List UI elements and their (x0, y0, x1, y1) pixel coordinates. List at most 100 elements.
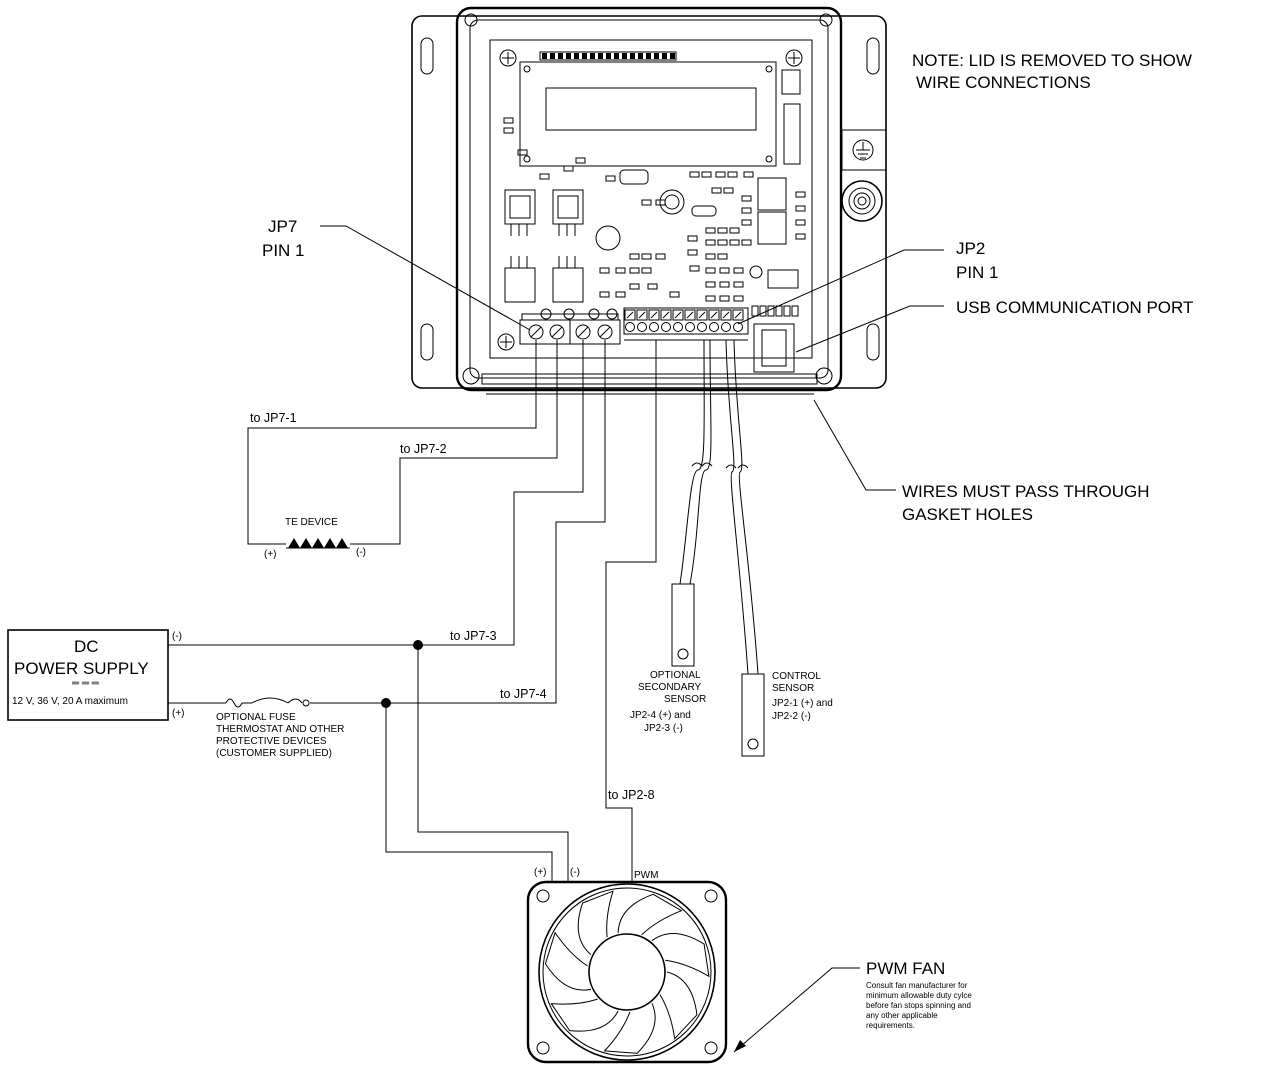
smd-part (795, 205, 806, 212)
jp2-pin-label: PIN 1 (956, 263, 999, 282)
pin (558, 53, 563, 59)
smd-part (503, 117, 514, 124)
smd-part (539, 173, 550, 180)
fuse-label-1: OPTIONAL FUSE (216, 712, 296, 723)
pin (614, 53, 619, 59)
resistor (619, 169, 649, 185)
smd-part (705, 281, 716, 288)
fuse-label-3: PROTECTIVE DEVICES (216, 736, 327, 747)
fan-blade (577, 890, 614, 956)
terminal-hole (625, 322, 635, 332)
secondary-sensor-cable (679, 339, 713, 585)
gasket-strip (481, 373, 818, 385)
wire-fan-positive (385, 703, 553, 882)
pwm-fan (526, 880, 728, 1064)
smd-part (741, 207, 752, 214)
fan-title: PWM FAN (866, 959, 945, 978)
terminal-hole (721, 322, 731, 332)
led (759, 305, 767, 317)
mounting-slot-icon (420, 323, 434, 361)
pin (606, 53, 611, 59)
terminal-slot (660, 309, 672, 321)
smd-part (717, 253, 728, 260)
pin (654, 53, 659, 59)
ic-chip (757, 177, 787, 211)
jumper-block (781, 69, 801, 95)
smd-part (641, 267, 652, 274)
smd-part (741, 219, 752, 226)
wire-jp7-3 (168, 340, 584, 646)
smd-part (705, 253, 716, 260)
pin-header (539, 51, 677, 61)
gasket-label-2: GASKET HOLES (902, 505, 1033, 524)
screw-icon (499, 49, 517, 67)
wire-jp7-4 (310, 340, 606, 704)
smd-part (729, 239, 740, 246)
smd-part (717, 239, 728, 246)
cable-gland-icon (841, 180, 883, 222)
sec-sensor-label-3: SENSOR (664, 694, 706, 705)
smd-part (687, 235, 698, 242)
crystal (691, 205, 717, 217)
note-line-1: NOTE: LID IS REMOVED TO SHOW (912, 51, 1192, 70)
voltage-regulator (552, 189, 584, 225)
smd-part (563, 165, 574, 172)
smd-part (615, 267, 626, 274)
fan-blade (659, 971, 698, 1040)
mounting-slot-icon (866, 323, 880, 361)
smd-part (687, 249, 698, 256)
lcd-display (519, 61, 777, 167)
jp7-terminal-block (519, 308, 621, 345)
ctl-sensor-label-3: JP2-1 (+) and (772, 698, 833, 709)
ps-minus-label: (-) (172, 631, 182, 642)
smd-part (629, 253, 640, 260)
ctl-sensor-label-4: JP2-2 (-) (772, 711, 811, 722)
fuse-label-4: (CUSTOMER SUPPLIED) (216, 748, 332, 759)
terminal-slot (684, 309, 696, 321)
smd-part (733, 281, 744, 288)
wire-jp7-2 (350, 340, 558, 545)
wire-fan-negative (417, 645, 569, 882)
smd-part (715, 171, 726, 178)
terminal-hole (637, 322, 647, 332)
pin (622, 53, 627, 59)
to-jp7-2-label: to JP7-2 (400, 442, 447, 456)
fan-note-2: minimum allowable duty cylce (866, 991, 972, 1000)
smd-part (575, 157, 586, 164)
fan-blade (544, 931, 592, 991)
to-jp7-4-label: to JP7-4 (500, 687, 547, 701)
terminal-screw-icon (528, 324, 544, 340)
enclosure-body (455, 6, 843, 392)
smd-part (719, 281, 730, 288)
smd-part (615, 291, 626, 298)
te-minus-label: (-) (356, 547, 366, 558)
voltage-regulator (552, 267, 584, 303)
fan-note-1: Consult fan manufacturer for (866, 981, 968, 990)
smd-part (727, 171, 738, 178)
smd-part (689, 171, 700, 178)
control-sensor (741, 673, 765, 757)
smd-part (743, 171, 754, 178)
screw-icon (497, 333, 515, 351)
terminal-hole (709, 322, 719, 332)
smd-part (629, 283, 640, 290)
ps-dc-symbol: ═ ═ ═ (71, 678, 100, 689)
terminal-screw-icon (549, 324, 565, 340)
controller-enclosure (411, 6, 887, 395)
ic-chip (757, 211, 787, 245)
ps-rating: 12 V, 36 V, 20 A maximum (12, 696, 128, 707)
fuse-icon (225, 697, 310, 708)
smd-part (655, 199, 666, 206)
side-connector (783, 103, 801, 165)
fan-blade (603, 1003, 656, 1054)
mounting-slot-icon (866, 37, 880, 75)
jp7-pin-label: PIN 1 (262, 241, 305, 260)
to-jp2-8-label: to JP2-8 (608, 788, 655, 802)
terminal-screw-icon (597, 324, 613, 340)
smd-part (705, 295, 716, 302)
smd-part (689, 265, 700, 272)
terminal-slot (708, 309, 720, 321)
fan-pwm-label: PWM (634, 870, 658, 881)
to-jp7-1-label: to JP7-1 (250, 411, 297, 425)
fan-blade (617, 893, 683, 936)
